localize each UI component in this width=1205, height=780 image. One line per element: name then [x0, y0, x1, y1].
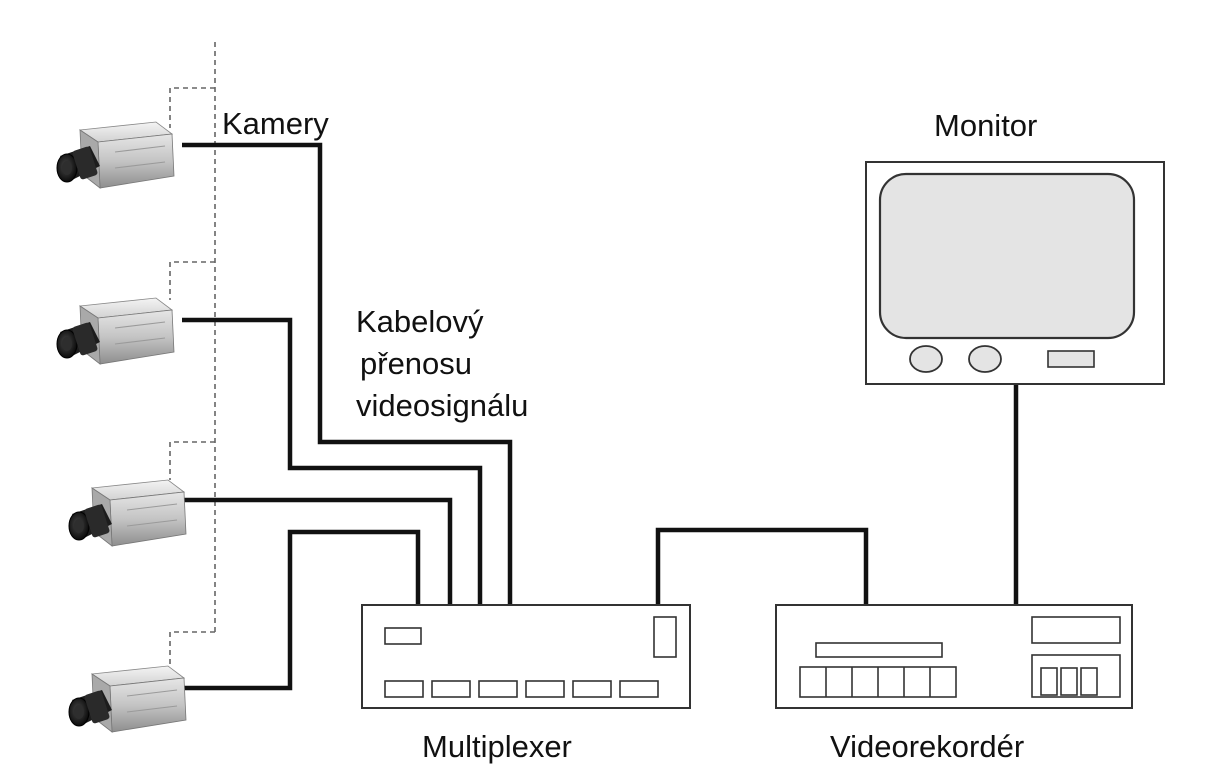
camera-4 — [68, 665, 187, 733]
monitor-knob-1 — [909, 345, 943, 373]
monitor-label: Monitor — [934, 108, 1037, 143]
video-recorder — [775, 604, 1133, 709]
cable-camera-2 — [182, 317, 483, 605]
monitor-screen — [878, 172, 1136, 340]
recorder-label: Videorekordér — [830, 729, 1024, 764]
cable-label-line-3: videosignálu — [356, 388, 528, 423]
camera-1 — [56, 121, 175, 189]
camera-mounts — [169, 42, 216, 668]
cable-multiplexer-recorder — [655, 527, 869, 605]
monitor-switch — [1047, 350, 1095, 368]
cameras-label: Kamery — [222, 106, 329, 141]
cable-label-line-1: Kabelový — [356, 304, 484, 339]
monitor-knob-2 — [968, 345, 1002, 373]
camera-2 — [56, 297, 175, 365]
camera-3 — [68, 479, 187, 547]
cable-camera-1 — [182, 142, 513, 605]
cable-camera-4 — [182, 529, 421, 691]
multiplexer-label: Multiplexer — [422, 729, 572, 764]
monitor — [865, 161, 1165, 385]
video-cables — [182, 142, 1019, 691]
multiplexer — [361, 604, 691, 709]
cable-label-line-2: přenosu — [360, 346, 472, 381]
cable-camera-3 — [182, 497, 453, 605]
